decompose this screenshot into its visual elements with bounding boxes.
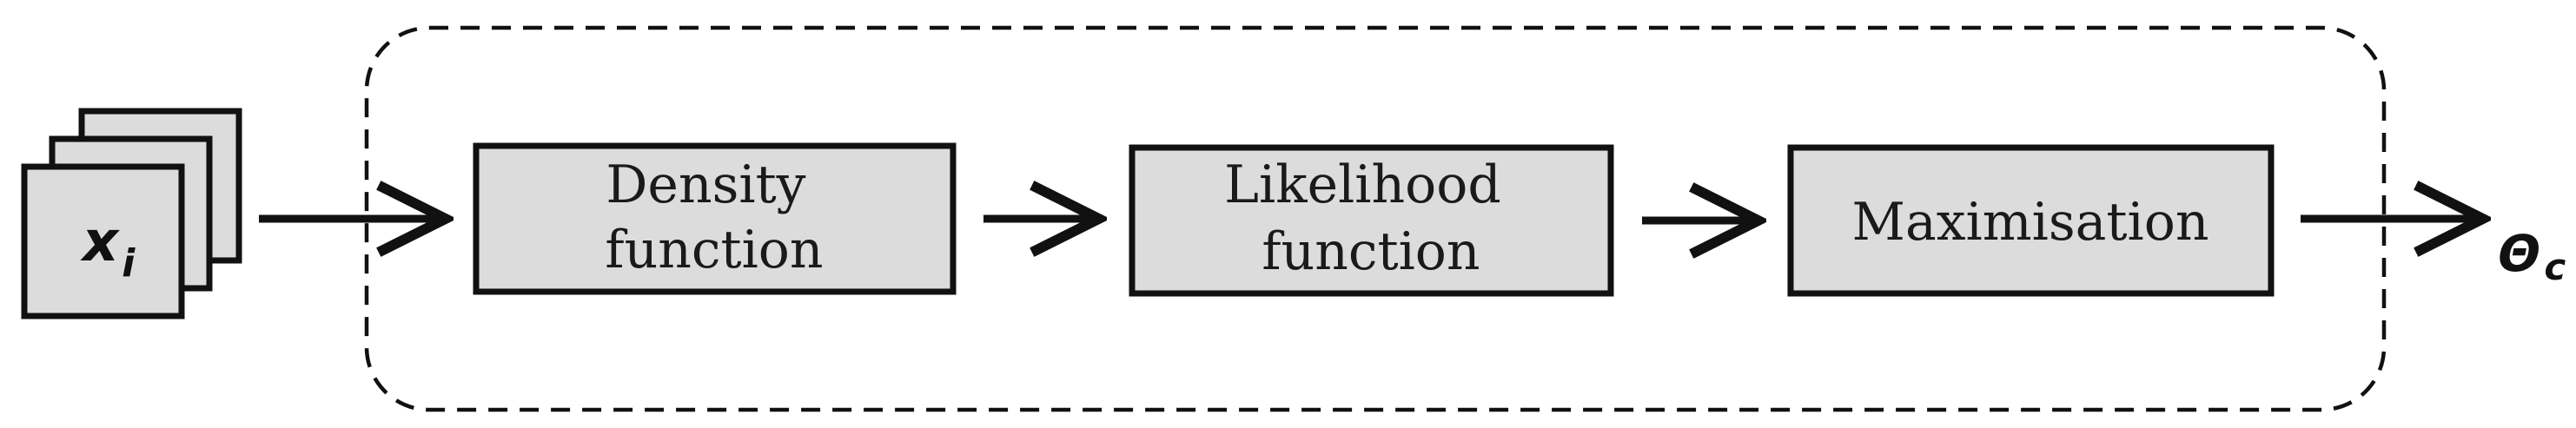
svg-text:Likelihood function: Likelihood function — [1224, 155, 1518, 282]
output-label-subscript: c — [2544, 246, 2566, 288]
likelihood-function-rect — [1129, 144, 1614, 297]
svg-text:Density function: Density function — [605, 155, 823, 280]
likelihood-function-box: Likelihood function — [1129, 144, 1614, 297]
density-function-line2: function — [605, 220, 823, 280]
density-function-rect — [473, 142, 957, 295]
density-function-box: Density function — [473, 142, 957, 295]
maximisation-rect — [1787, 144, 2275, 297]
likelihood-function-line2: function — [1262, 221, 1480, 282]
output-label: Θc — [2498, 224, 2566, 288]
density-function-line1: Density — [606, 155, 805, 215]
input-label-base: x — [80, 210, 120, 274]
maximisation-box: Maximisation — [1787, 144, 2275, 297]
input-label: xi — [80, 210, 136, 286]
process-container — [364, 25, 2387, 412]
input-label-subscript: i — [122, 241, 136, 286]
input-data-stack: xi — [21, 108, 242, 319]
output-label-base: Θ — [2498, 224, 2540, 283]
maximisation-label: Maximisation — [1852, 192, 2209, 253]
input-sheet-front — [21, 163, 185, 319]
likelihood-function-line1: Likelihood — [1224, 155, 1501, 215]
